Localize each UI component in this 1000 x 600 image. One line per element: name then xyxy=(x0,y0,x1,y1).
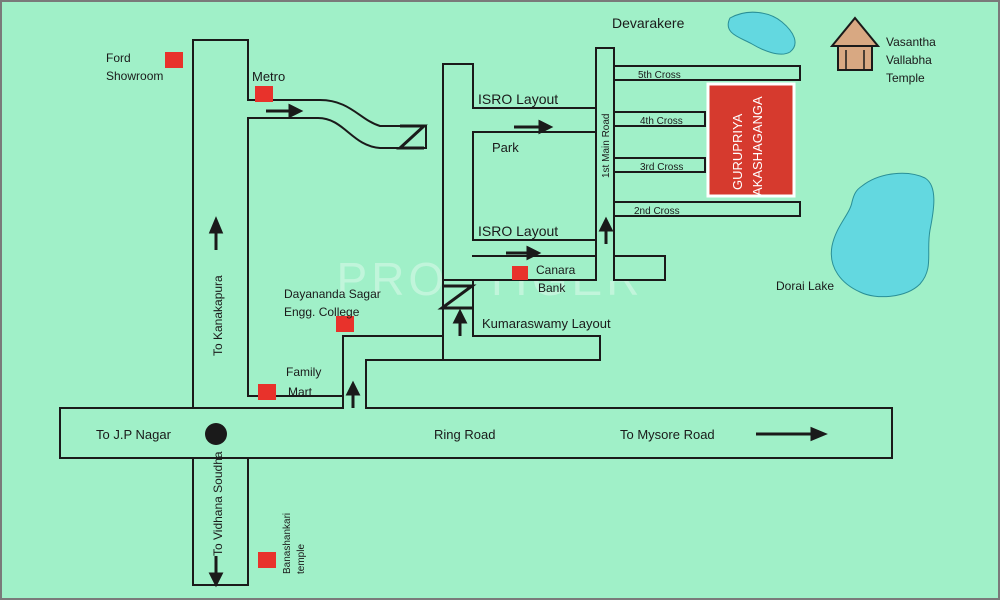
label-canara-line1: Canara xyxy=(536,263,576,277)
dorai-lake xyxy=(830,172,935,298)
arrow-right-icon xyxy=(266,103,304,119)
label-dayananda-line1: Dayananda Sagar xyxy=(284,287,381,301)
arrow-right-icon xyxy=(514,119,554,135)
label-isro-layout-bottom: ISRO Layout xyxy=(478,223,558,239)
family-joint xyxy=(247,397,251,407)
label-devarakere: Devarakere xyxy=(612,15,685,31)
project-gurupriya-akashaganga[interactable] xyxy=(706,82,796,198)
canara-joint xyxy=(444,255,472,258)
metro-marker-icon[interactable] xyxy=(255,86,273,102)
label-kumaraswamy-layout: Kumaraswamy Layout xyxy=(482,316,611,331)
project-label-line1: GURUPRIYA xyxy=(730,113,745,190)
arrow-down-icon xyxy=(208,556,224,588)
label-banashankari-line2: temple xyxy=(296,544,307,574)
temple-icon xyxy=(829,16,881,71)
arrow-up-icon xyxy=(598,216,614,244)
banashankari-temple-marker-icon[interactable] xyxy=(258,552,276,568)
fifth-cross-road xyxy=(613,65,801,81)
label-dayananda-line2: Engg. College xyxy=(284,305,360,319)
arrow-right-icon xyxy=(506,245,542,261)
ring-road xyxy=(59,407,893,459)
label-ford-line1: Ford xyxy=(106,51,131,65)
second-cross-road xyxy=(613,201,801,217)
label-metro: Metro xyxy=(252,69,285,84)
zigzag-symbol-metro xyxy=(396,124,428,150)
arrow-up-icon xyxy=(208,216,224,250)
family-mart-marker-icon[interactable] xyxy=(258,384,276,400)
arrow-up-icon xyxy=(452,308,468,336)
label-family-line1: Family xyxy=(286,365,321,379)
label-third-cross: 3rd Cross xyxy=(640,162,683,173)
label-temple-line3: Temple xyxy=(886,71,925,85)
arrow-up-icon xyxy=(345,380,361,408)
isro-joint-north xyxy=(472,109,475,131)
fourth-cross-road xyxy=(613,111,706,127)
label-dorai-lake: Dorai Lake xyxy=(776,279,834,293)
label-canara-line2: Bank xyxy=(538,281,566,295)
metro-road-joint xyxy=(246,101,250,117)
label-temple-line2: Vallabha xyxy=(886,53,932,67)
label-family-line2: Mart xyxy=(288,385,313,399)
label-fifth-cross: 5th Cross xyxy=(638,70,681,81)
label-ring-road: Ring Road xyxy=(434,427,495,442)
devarakere-lake xyxy=(727,11,796,55)
label-banashankari-line1: Banashankari xyxy=(282,513,293,574)
label-first-main-road: 1st Main Road xyxy=(601,114,612,178)
circle-junction-icon xyxy=(205,423,227,445)
label-temple-line1: Vasantha xyxy=(886,35,936,49)
label-to-mysore-road: To Mysore Road xyxy=(620,427,715,442)
label-fourth-cross: 4th Cross xyxy=(640,116,683,127)
label-second-cross: 2nd Cross xyxy=(634,206,680,217)
canara-bank-marker-icon[interactable] xyxy=(512,266,528,280)
arrow-right-icon xyxy=(756,426,828,442)
label-isro-layout-top: ISRO Layout xyxy=(478,91,558,107)
label-to-jp-nagar: To J.P Nagar xyxy=(96,427,172,442)
project-label-line2: AKASHAGANGA xyxy=(750,96,765,196)
label-to-kanakapura: To Kanakapura xyxy=(211,275,225,356)
first-main-road xyxy=(595,47,615,281)
dayananda-sagar-marker-icon[interactable] xyxy=(336,316,354,332)
third-cross-road xyxy=(613,157,706,173)
main-road-joint xyxy=(597,255,613,281)
label-ford-line2: Showroom xyxy=(106,69,163,83)
isro-joint-south xyxy=(472,241,475,255)
zigzag-symbol-kumaraswamy xyxy=(437,284,477,310)
label-park: Park xyxy=(492,140,519,155)
ford-showroom-marker-icon[interactable] xyxy=(165,52,183,68)
label-to-vidhana-soudha: To Vidhana Soudha xyxy=(211,451,225,556)
isro-layout-road-west xyxy=(442,63,474,257)
